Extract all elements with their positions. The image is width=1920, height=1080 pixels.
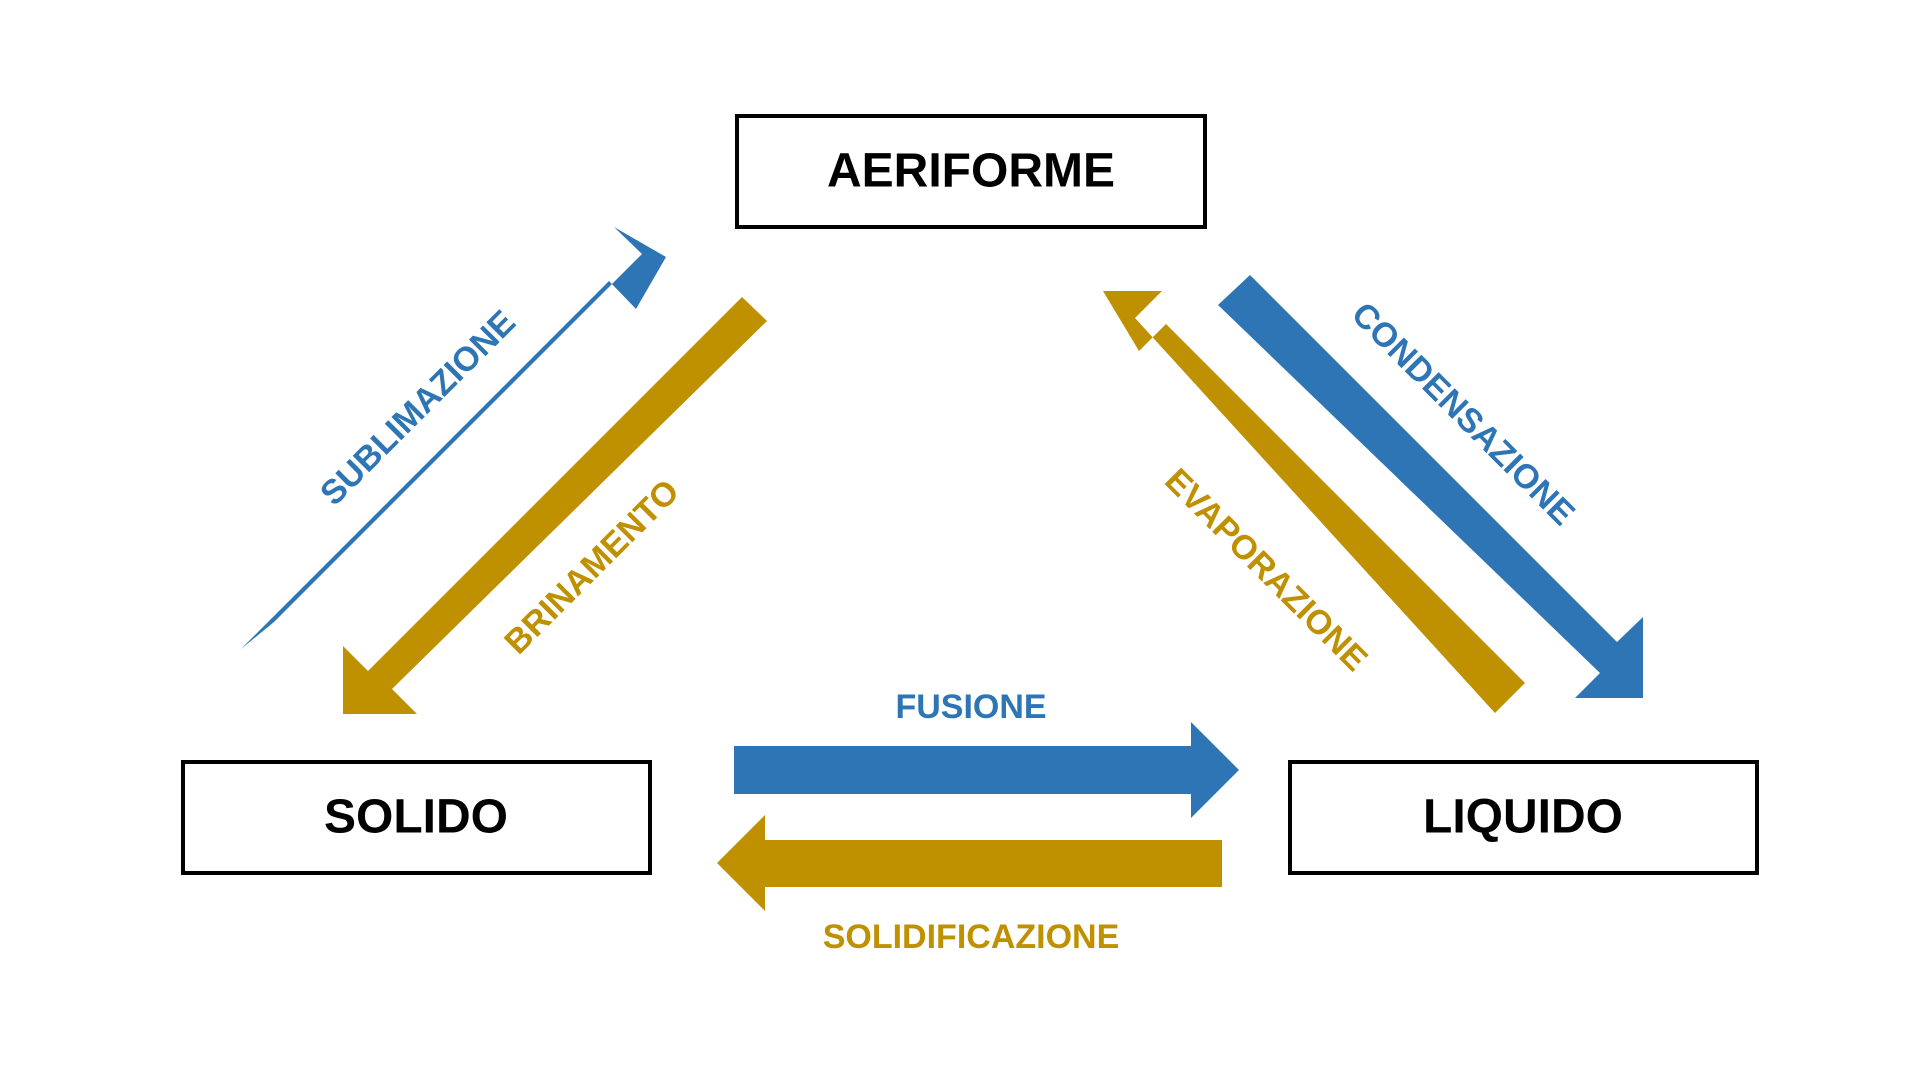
solidificazione-arrow [717, 815, 1222, 911]
state-box-liquido: LIQUIDO [1288, 760, 1759, 875]
brinamento-label: BRINAMENTO [497, 472, 686, 661]
sublimazione-label: SUBLIMAZIONE [313, 303, 523, 513]
sublimazione-arrow [241, 227, 666, 649]
condensazione-arrow [1218, 275, 1643, 698]
evaporazione-arrow [1103, 291, 1525, 713]
state-box-solido: SOLIDO [181, 760, 652, 875]
state-label-aeriforme: AERIFORME [827, 145, 1115, 198]
state-label-solido: SOLIDO [324, 791, 508, 844]
state-label-liquido: LIQUIDO [1423, 791, 1623, 844]
fusione-label: FUSIONE [895, 688, 1046, 726]
evaporazione-label: EVAPORAZIONE [1157, 461, 1374, 678]
state-box-aeriforme: AERIFORME [735, 114, 1207, 229]
solidificazione-label: SOLIDIFICAZIONE [823, 918, 1120, 956]
brinamento-arrow [343, 297, 767, 714]
fusione-arrow [734, 722, 1239, 818]
